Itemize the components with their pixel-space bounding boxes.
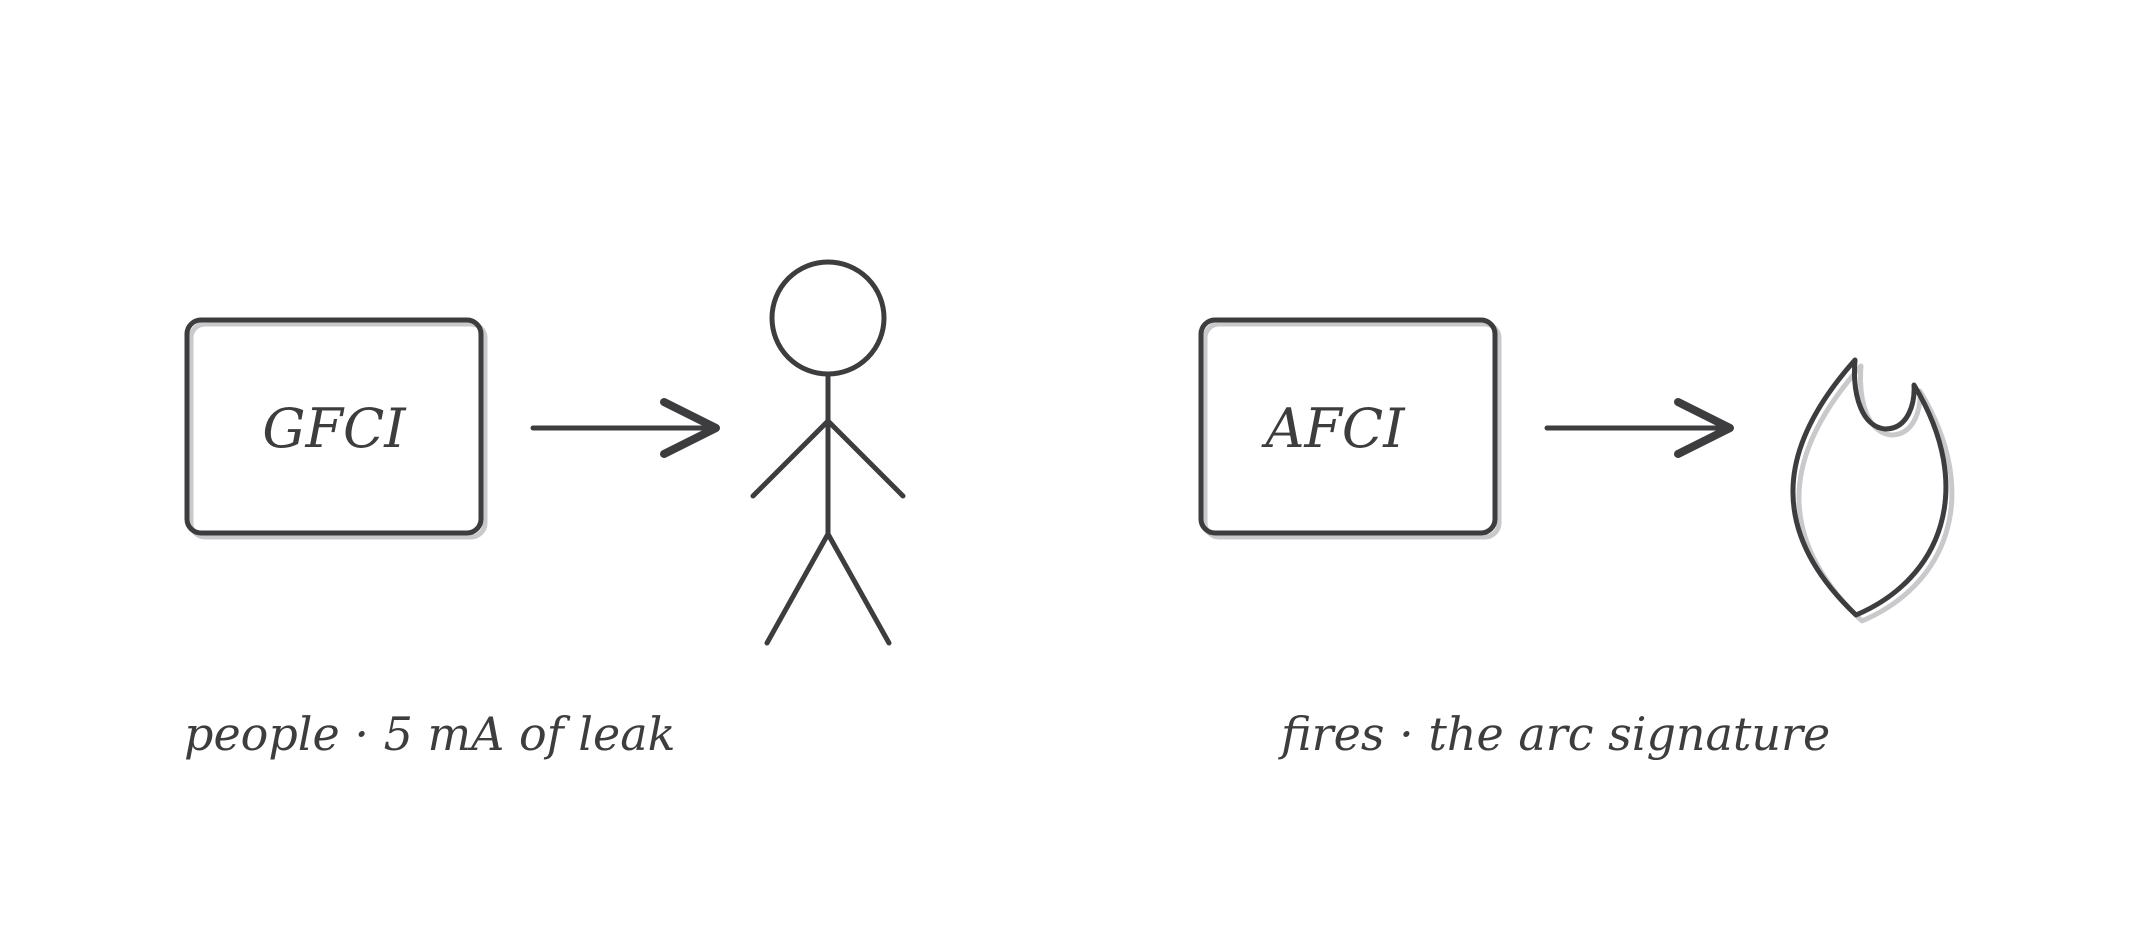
flame-icon [1790,357,1955,624]
afci-arrow [1544,398,1734,458]
stick-figure-icon [750,259,906,646]
gfci-label: GFCI [262,397,407,460]
afci-label: AFCI [1260,397,1406,460]
afci-group: AFCI fires · the arc signature [1198,317,1955,761]
afci-box-shadow [1202,321,1502,540]
gfci-box-shadow [188,321,488,540]
afci-box [1198,317,1498,536]
gfci-box [184,317,484,536]
afci-caption: fires · the arc signature [1278,707,1830,761]
gfci-caption: people · 5 mA of leak [184,707,676,761]
gfci-arrow [530,398,720,458]
gfci-group: GFCI people · 5 mA of leak [184,259,906,761]
